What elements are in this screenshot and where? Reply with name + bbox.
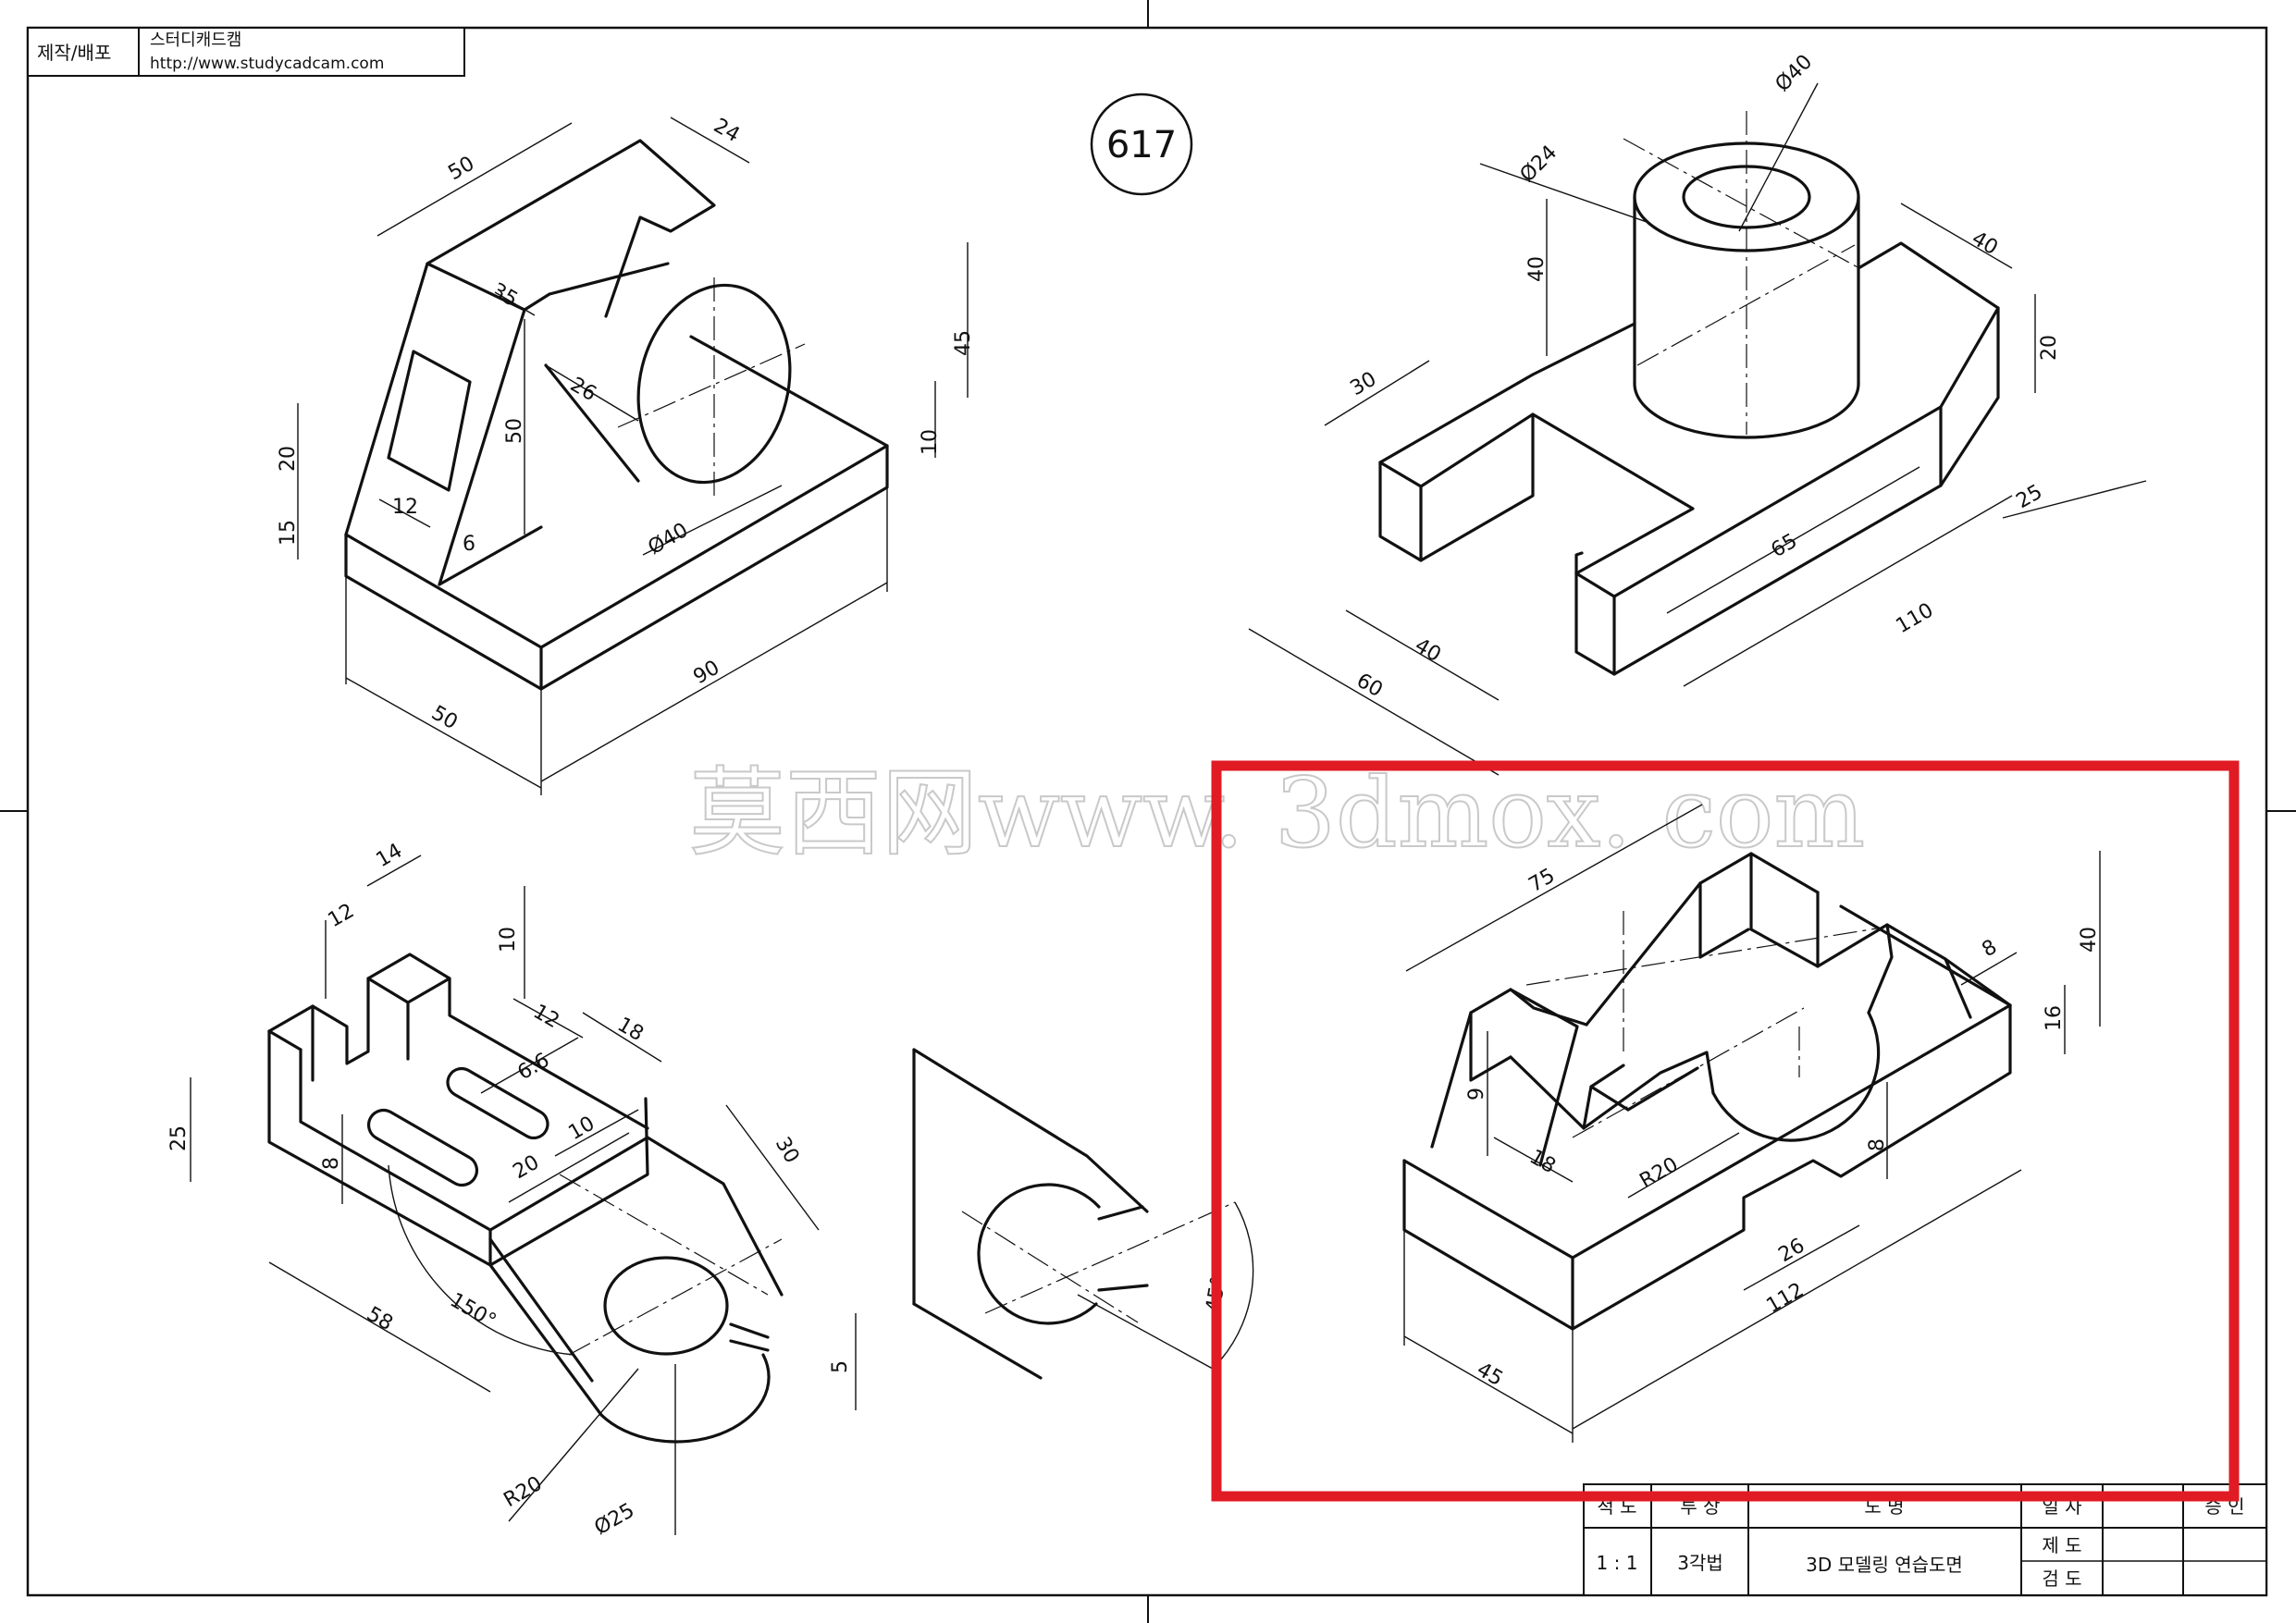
dim-br-45: 45 [1473,1359,1507,1392]
dim-bl-18: 18 [613,1014,648,1047]
dim-bl-8: 8 [320,1157,343,1170]
dim-br-9: 9 [1465,1088,1488,1100]
tb-drawing-name: 3D 모델링 연습도면 [1806,1554,1963,1576]
dim-bl-58: 58 [363,1303,397,1336]
drawing-number: 617 [1106,124,1177,166]
dim-bl-r20: R20 [500,1472,547,1512]
tb-drawn: 제 도 [2042,1534,2081,1556]
tb-scale: 1 : 1 [1597,1552,1638,1574]
tb-checked: 검 도 [2042,1568,2081,1590]
company-url[interactable]: http://www.studycadcam.com [150,55,384,73]
dim-tl-10: 10 [919,429,942,455]
header-box: 제작/배포 스터디캐드캠 http://www.studycadcam.com [27,27,465,77]
dim-br-8-top: 8 [1979,936,2002,963]
dim-br-16: 16 [2043,1005,2066,1031]
dim-br-26: 26 [1775,1235,1809,1268]
dim-tr-40-vert: 40 [1525,256,1549,282]
dim-tr-dia40: Ø40 [1771,51,1818,97]
dim-bl-150deg: 150° [446,1289,500,1334]
tb-projection: 3각법 [1677,1552,1723,1574]
dim-br-112: 112 [1763,1279,1808,1319]
dim-bl-12-top: 12 [325,900,359,933]
dim-tl-12: 12 [392,496,418,519]
dim-tl-26: 26 [566,374,600,407]
dim-bl-12: 12 [529,1001,563,1034]
dim-bl-10-top: 10 [497,927,520,953]
dim-tl-15: 15 [277,520,300,546]
dim-br-18: 18 [1525,1146,1560,1179]
dim-tr-30: 30 [1347,368,1381,401]
dim-tl-50-vert: 50 [503,418,526,444]
view-bottom-right: 75 8 40 16 9 18 R20 8 26 112 45 [1402,804,2101,1443]
dim-bl-10: 10 [565,1113,599,1146]
dim-bl-20: 20 [510,1151,544,1185]
dim-br-r20: R20 [1636,1153,1683,1193]
dim-tl-20: 20 [277,446,300,472]
dim-tl-45: 45 [952,330,975,356]
dim-tr-40: 40 [1968,227,2002,261]
dim-tr-65: 65 [1768,530,1802,563]
company-name: 스터디캐드캠 [150,31,241,50]
dim-tr-20: 20 [2038,335,2061,361]
view-bottom-left: 14 12 10 12 18 6.6 25 8 10 20 30 58 150°… [167,840,857,1540]
dim-bl-dia25: Ø25 [591,1499,639,1540]
dim-tr-dia24: Ø24 [1516,141,1562,188]
dim-tr-40-base: 40 [1411,634,1445,668]
watermark: 莫西网www. 3dmox. com [689,756,1865,869]
dim-tr-60: 60 [1352,670,1387,703]
view-top-left: 50 24 35 26 45 10 20 15 50 12 6 Ø40 90 5… [277,115,975,795]
producer-label: 제작/배포 [37,42,111,64]
dim-bl-25: 25 [167,1125,191,1151]
view-top-right: Ø40 Ø24 40 40 20 30 65 25 110 40 60 [1248,51,2147,776]
dim-br-8-bottom: 8 [1866,1138,1889,1151]
highlight-box [1211,760,2240,1502]
dim-tl-50-bottom: 50 [427,702,462,735]
dim-bl-30: 30 [771,1134,804,1168]
dim-bl-5: 5 [829,1360,852,1373]
dim-tl-6: 6 [463,533,475,556]
dim-tl-dia40: Ø40 [645,519,693,559]
dim-br-40: 40 [2078,927,2101,953]
dim-tl-90: 90 [690,657,724,690]
title-block: 척 도 투 상 도 명 일 자 승 인 1 : 1 3각법 3D 모델링 연습도… [1583,1483,2267,1596]
dim-tr-110: 110 [1893,599,1938,639]
drawing-number-badge: 617 [1090,92,1193,196]
view-bottom-middle: 45° [912,1048,1254,1380]
